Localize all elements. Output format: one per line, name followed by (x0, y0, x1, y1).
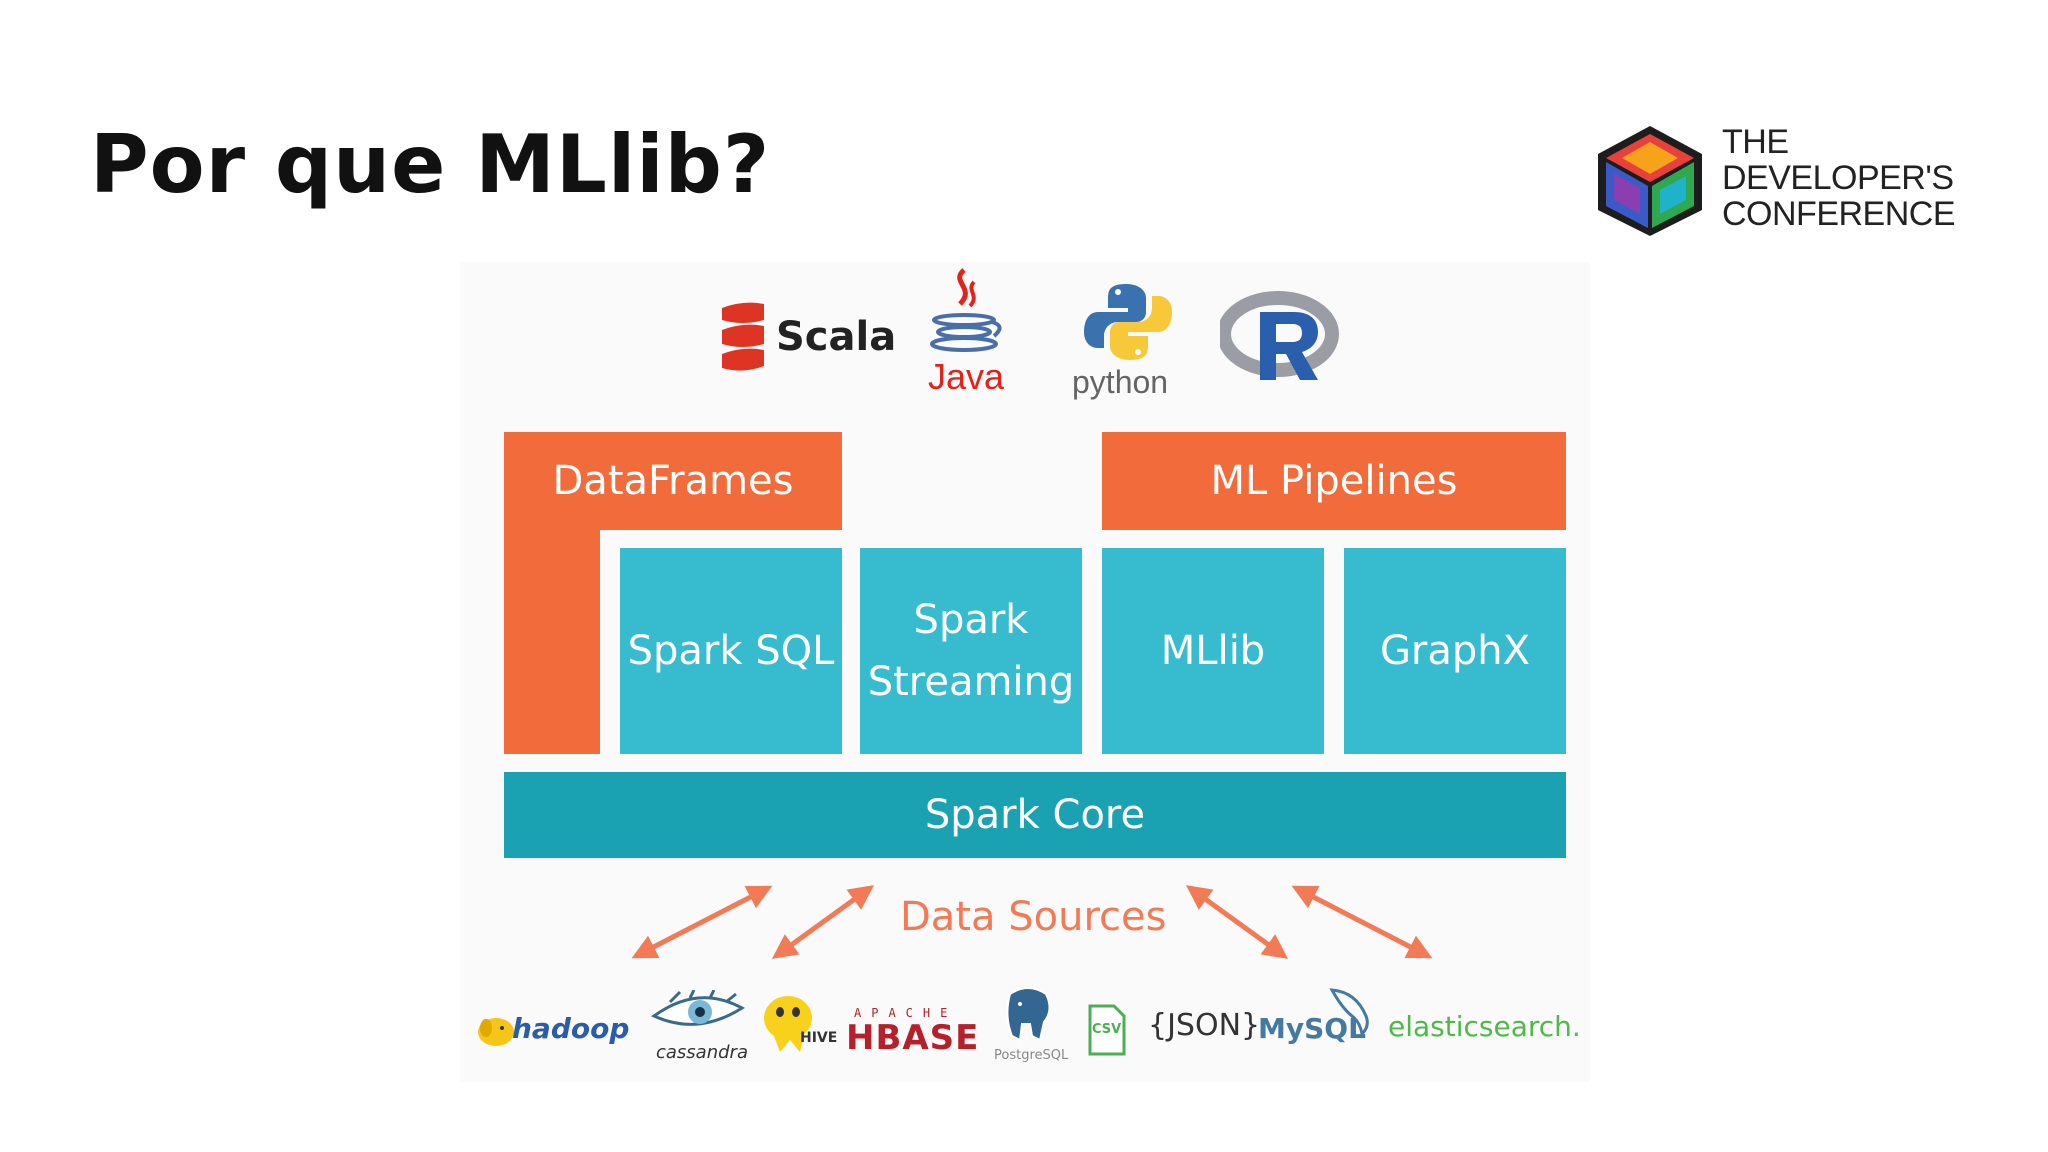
brand-line-3: CONFERENCE (1722, 195, 1956, 233)
python-logo: python (1068, 282, 1188, 402)
cassandra-eye-icon (651, 990, 745, 1026)
java-label: Java (928, 356, 1005, 397)
hbase-logo: APACHE HBASE (846, 990, 978, 1070)
spark-streaming-block: Spark Streaming (860, 548, 1082, 754)
slide-title: Por que MLlib? (90, 118, 771, 211)
spark-sql-label: Spark SQL (627, 628, 835, 674)
csv-logo: CSV (1084, 990, 1134, 1070)
cassandra-label: cassandra (656, 1042, 748, 1063)
brand-line-2: DEVELOPER'S (1722, 159, 1954, 197)
arrow-1 (631, 885, 773, 959)
brand-line-1: THE (1722, 123, 1789, 161)
postgresql-elephant-icon (1006, 987, 1051, 1042)
csv-file-icon (1088, 1004, 1126, 1056)
arrow-2 (771, 885, 875, 959)
cassandra-logo: cassandra (650, 990, 750, 1070)
csv-label: CSV (1092, 1022, 1122, 1037)
hbase-apache-label: APACHE (854, 1006, 958, 1020)
scala-logo: Scala (718, 300, 896, 380)
hadoop-label: hadoop (512, 1012, 630, 1045)
mysql-logo: MySQL (1258, 988, 1378, 1070)
elasticsearch-label: elasticsearch. (1388, 1010, 1581, 1043)
spark-core-block: Spark Core (504, 772, 1566, 858)
r-language-icon (1217, 291, 1339, 380)
ml-pipelines-block: ML Pipelines (1102, 432, 1566, 530)
spark-core-label: Spark Core (924, 792, 1146, 838)
scala-icon (722, 302, 764, 371)
python-icon (1084, 284, 1172, 360)
java-cup-icon (930, 268, 1002, 352)
hadoop-elephant-icon (478, 1018, 514, 1046)
postgresql-label: PostgreSQL (994, 1048, 1069, 1063)
mllib-label: MLlib (1160, 628, 1266, 674)
spark-sql-block: Spark SQL (620, 548, 842, 754)
java-logo: Java (920, 268, 1010, 398)
cube-logo-icon (1598, 126, 1702, 236)
spark-streaming-label-line2: Streaming (867, 659, 1075, 705)
mllib-block: MLlib (1102, 548, 1324, 754)
conference-logo: THE DEVELOPER'S CONFERENCE (1590, 120, 1980, 240)
arrow-3 (1185, 885, 1289, 959)
hive-bee-icon (764, 996, 812, 1052)
r-logo (1217, 290, 1340, 390)
dataframes-label: DataFrames (552, 458, 794, 504)
mysql-label: MySQL (1258, 1012, 1366, 1045)
postgresql-logo: PostgreSQL (994, 987, 1078, 1070)
arrow-4 (1291, 885, 1433, 959)
hive-label: HIVE (800, 1030, 838, 1046)
scala-label: Scala (776, 314, 897, 360)
graphx-block: GraphX (1344, 548, 1566, 754)
python-label: python (1072, 364, 1169, 400)
spark-streaming-label-line1: Spark (913, 597, 1029, 643)
json-label: {JSON} (1148, 1008, 1261, 1043)
elasticsearch-logo: elasticsearch. (1388, 990, 1588, 1070)
graphx-label: GraphX (1379, 628, 1531, 674)
ml-pipelines-label: ML Pipelines (1210, 458, 1458, 504)
hadoop-logo: hadoop (476, 990, 636, 1070)
dataframes-block: DataFrames (504, 432, 842, 530)
hive-logo: HIVE (760, 990, 838, 1070)
data-sources-label: Data Sources (900, 894, 1167, 940)
mysql-dolphin-icon (1329, 988, 1369, 1036)
hbase-label: HBASE (846, 1018, 980, 1058)
json-logo: {JSON} (1148, 990, 1260, 1070)
